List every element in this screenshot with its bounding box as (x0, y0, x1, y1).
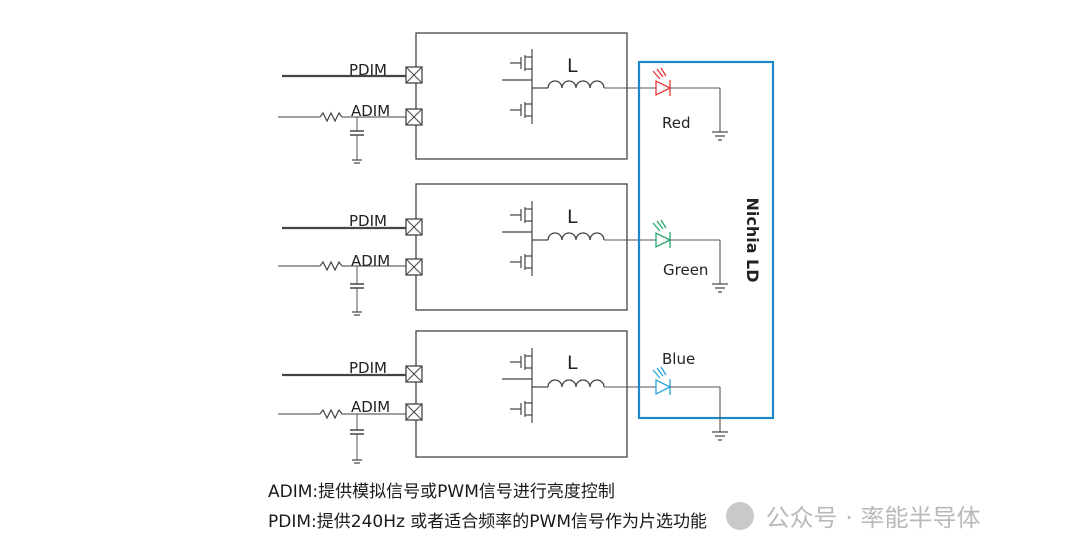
pdim-pin (405, 66, 423, 84)
inductor (547, 379, 605, 388)
pdim-label: PDIM (349, 359, 387, 377)
mosfet-pair (502, 49, 548, 124)
pdim-label: PDIM (349, 212, 387, 230)
ground-symbol (712, 131, 728, 141)
driver-ic-box (415, 330, 628, 458)
inductor-label: L (567, 352, 578, 374)
pdim-pin (405, 218, 423, 236)
ld-module-border (637, 60, 775, 420)
mosfet-pair (502, 348, 548, 423)
ld-module-label: Nichia LD (743, 197, 762, 282)
pdim-pin (405, 365, 423, 383)
driver-ic-box (415, 32, 628, 160)
adim-pin (405, 108, 423, 126)
adim-label: ADIM (351, 252, 390, 270)
inductor (547, 80, 605, 89)
pdim-label: PDIM (349, 61, 387, 79)
led-label: Green (663, 261, 708, 279)
resistor (319, 260, 343, 272)
driver-ic-box (415, 183, 628, 311)
laser-diode-red: Red (652, 67, 728, 141)
mosfet-pair (502, 201, 548, 276)
ground-symbol (712, 431, 728, 441)
laser-diode-green: Green (652, 219, 728, 293)
watermark-text: 公众号 · 率能半导体 (765, 504, 981, 532)
led-label: Blue (662, 350, 695, 368)
inductor-label: L (567, 55, 578, 77)
adim-note: ADIM:提供模拟信号或PWM信号进行亮度控制 (268, 482, 615, 502)
ground-symbol (712, 283, 728, 293)
adim-pin (405, 403, 423, 421)
adim-label: ADIM (351, 102, 390, 120)
driver-channel-green: PDIM ADIM L (278, 183, 656, 316)
pdim-note: PDIM:提供240Hz 或者适合频率的PWM信号作为片选功能 (268, 512, 708, 532)
inductor-label: L (567, 206, 578, 228)
adim-label: ADIM (351, 398, 390, 416)
inductor (547, 232, 605, 241)
resistor (319, 408, 343, 420)
laser-diode-blue: Blue (652, 350, 728, 441)
led-label: Red (662, 114, 691, 132)
driver-channel-blue: PDIM ADIM L (278, 330, 656, 464)
wechat-icon (726, 501, 754, 530)
resistor (319, 111, 343, 123)
watermark: 公众号 · 率能半导体 (726, 498, 981, 533)
driver-channel-red: PDIM ADIM L (278, 32, 656, 164)
adim-pin (405, 258, 423, 276)
